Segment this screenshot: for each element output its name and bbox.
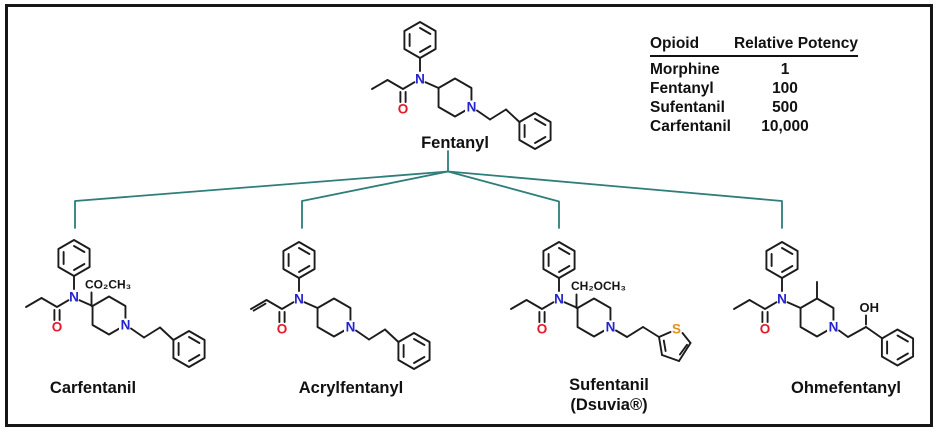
ohmefentanyl-piperidine-n: N <box>829 320 839 335</box>
label-ohmefentanyl: Ohmefentanyl <box>790 379 902 397</box>
table-row-carfentanil: Carfentanil 10,000 <box>650 117 858 136</box>
carfentanil-piperidine-n: N <box>121 318 131 333</box>
potency-table-header: Opioid Relative Potency <box>650 35 858 57</box>
label-sufentanil-brand: (Dsuvia®) <box>570 396 648 414</box>
opioid-name: Morphine <box>650 61 720 78</box>
molecule-carfentanil: CO₂CH₃ N O N <box>26 240 205 367</box>
acrylfentanyl-amide-n: N <box>294 292 304 307</box>
carfentanil-bonds <box>26 240 205 367</box>
molecule-sufentanil: CH₂OCH₃ N O N S <box>511 242 692 362</box>
sufentanil-piperidine-n: N <box>606 320 616 335</box>
acrylfentanyl-carbonyl-o: O <box>277 322 288 337</box>
potency-table: Opioid Relative Potency Morphine 1 Fenta… <box>650 35 858 136</box>
label-sufentanil-name: Sufentanil <box>569 376 649 394</box>
fentanyl-piperidine-n: N <box>467 100 477 115</box>
acrylfentanyl-piperidine-n: N <box>346 320 356 335</box>
carfentanil-amide-n: N <box>69 290 79 305</box>
ohmefentanyl-amide-n: N <box>777 292 787 307</box>
ohmefentanyl-carbonyl-o: O <box>760 322 771 337</box>
sufentanil-thiophene-s: S <box>672 321 681 336</box>
header-opioid: Opioid <box>650 35 700 52</box>
acrylfentanyl-bonds <box>251 242 430 369</box>
table-row-fentanyl: Fentanyl 100 <box>650 79 858 98</box>
header-relative-potency: Relative Potency <box>733 35 858 52</box>
potency-value: 500 <box>772 99 798 116</box>
connector-lines <box>74 150 783 229</box>
ohmefentanyl-hydroxyl-group: OH <box>860 300 880 315</box>
molecule-acrylfentanyl: N O N <box>251 242 430 369</box>
sufentanil-bonds <box>511 242 692 362</box>
table-row-sufentanil: Sufentanil 500 <box>650 98 858 117</box>
ohmefentanyl-bonds <box>734 242 915 367</box>
potency-value: 100 <box>772 80 798 97</box>
opioid-name: Fentanyl <box>650 80 714 97</box>
carfentanil-carbonyl-o: O <box>52 320 63 335</box>
opioid-name: Sufentanil <box>650 99 725 116</box>
fentanyl-carbonyl-o: O <box>398 102 409 117</box>
fentanyl-amide-n: N <box>415 72 425 87</box>
sufentanil-amide-n: N <box>554 292 564 307</box>
label-carfentanil: Carfentanil <box>49 379 137 397</box>
fentanyl-bonds <box>372 22 551 149</box>
sufentanil-carbonyl-o: O <box>537 322 548 337</box>
label-acrylfentanyl: Acrylfentanyl <box>298 379 404 397</box>
sufentanil-ether-group: CH₂OCH₃ <box>571 279 626 293</box>
label-fentanyl: Fentanyl <box>421 134 489 152</box>
table-row-morphine: Morphine 1 <box>650 60 858 79</box>
potency-value: 10,000 <box>761 118 809 135</box>
molecule-ohmefentanyl: OH N O N <box>734 242 915 367</box>
molecule-fentanyl: N O N <box>372 22 551 149</box>
carfentanil-ester-group: CO₂CH₃ <box>85 278 131 292</box>
opioid-name: Carfentanil <box>650 118 731 135</box>
potency-value: 1 <box>780 61 790 78</box>
label-sufentanil: Sufentanil (Dsuvia®) <box>569 375 649 415</box>
